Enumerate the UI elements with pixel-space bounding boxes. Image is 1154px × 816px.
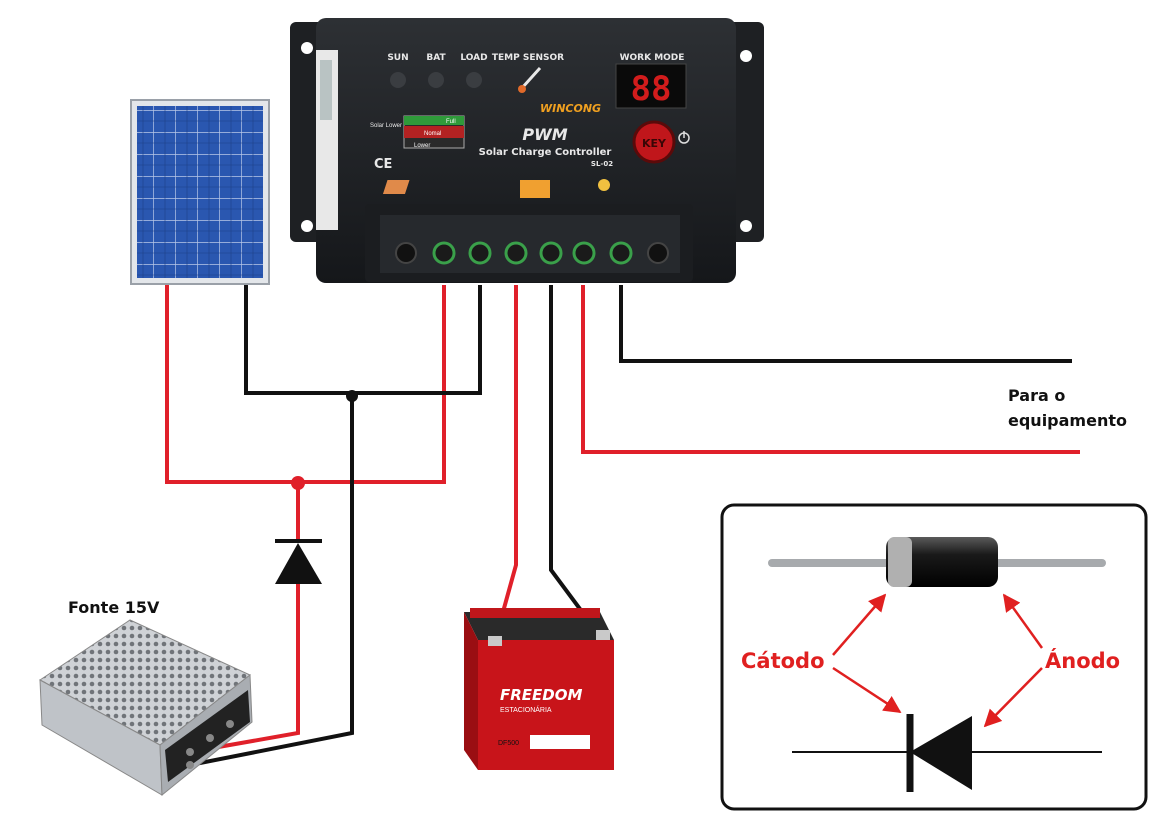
- positive-junction: [291, 476, 305, 490]
- load-led: [466, 72, 482, 88]
- battery-level-normal: Nomal: [424, 131, 441, 137]
- battery-negative-wire: [549, 285, 605, 642]
- load-negative-wire: [619, 285, 1072, 363]
- key-button-label: KEY: [642, 137, 667, 150]
- mount-hole: [740, 50, 752, 62]
- series-diode-symbol: [275, 539, 322, 584]
- brand-logo: WINCONG: [540, 102, 601, 115]
- supply-negative-wire: [189, 396, 354, 767]
- bulb-terminal-icon: [598, 179, 610, 191]
- battery: FREEDOM ESTACIONÁRIA DF500: [464, 608, 614, 770]
- load-positive-wire: [581, 285, 1080, 454]
- diode-schematic-symbol: [910, 716, 972, 790]
- mount-hole: [301, 220, 313, 232]
- model-subtitle: Solar Charge Controller: [479, 147, 612, 158]
- cathode-label: Cátodo: [741, 649, 825, 673]
- battery-level-lower: Lower: [414, 143, 430, 149]
- indicator-label-load: LOAD: [460, 53, 487, 63]
- key-button: [632, 120, 676, 164]
- diode-body: [886, 537, 998, 587]
- battery-positive-wire: [491, 285, 518, 649]
- supply-positive-wire: [189, 584, 300, 754]
- indicator-label-temp: TEMP SENSOR: [492, 53, 564, 63]
- model-title: PWM: [522, 125, 567, 144]
- charge-controller: SUN BAT LOAD TEMP SENSOR WORK MODE 88 WI…: [290, 18, 764, 283]
- work-mode-label: WORK MODE: [620, 53, 685, 63]
- solar-lower-label: Solar Lower: [370, 123, 402, 129]
- destination-label-line1: Para o: [1008, 386, 1065, 405]
- mount-hole: [301, 42, 313, 54]
- battery-level-full: Full: [446, 119, 456, 125]
- screw-battery-positive: [504, 241, 528, 265]
- power-supply-label: Fonte 15V: [68, 598, 160, 617]
- solar-panel: [130, 99, 270, 285]
- mode-display: [615, 63, 687, 109]
- model-code: SL-02: [591, 160, 613, 168]
- battery-subtitle: ESTACIONÁRIA: [500, 705, 552, 714]
- mode-display-value: 88: [631, 69, 672, 109]
- battery-model: DF500: [498, 740, 519, 747]
- negative-junction: [346, 390, 358, 402]
- ce-mark: CE: [374, 157, 392, 172]
- panel-negative-wire: [244, 282, 482, 395]
- indicator-label-bat: BAT: [426, 53, 446, 63]
- destination-label-line2: equipamento: [1008, 411, 1127, 430]
- sun-led: [390, 72, 406, 88]
- screw-load-positive: [572, 241, 596, 265]
- screw-solar-positive: [432, 241, 456, 265]
- diode-lead-right: [994, 559, 1106, 567]
- indicator-label-sun: SUN: [387, 53, 408, 63]
- anode-label: Ánodo: [1045, 648, 1120, 673]
- solar-terminal-icon: [382, 180, 410, 194]
- mount-hole: [740, 220, 752, 232]
- power-icon: [678, 131, 690, 144]
- thermometer-icon: [518, 66, 542, 93]
- screw-solar-negative: [468, 241, 492, 265]
- bat-led: [428, 72, 444, 88]
- screw-terminals: [395, 241, 669, 265]
- diode-cathode-band: [888, 537, 912, 587]
- diode-lead-left: [768, 559, 890, 567]
- diode-legend-box: Cátodo Ánodo: [720, 503, 1148, 811]
- battery-terminal-icon: [520, 180, 550, 198]
- screw-battery-negative: [539, 241, 563, 265]
- panel-positive-wire: [165, 282, 446, 484]
- battery-brand: FREEDOM: [500, 686, 582, 704]
- screw-load-negative: [609, 241, 633, 265]
- power-supply-15v: [39, 619, 253, 797]
